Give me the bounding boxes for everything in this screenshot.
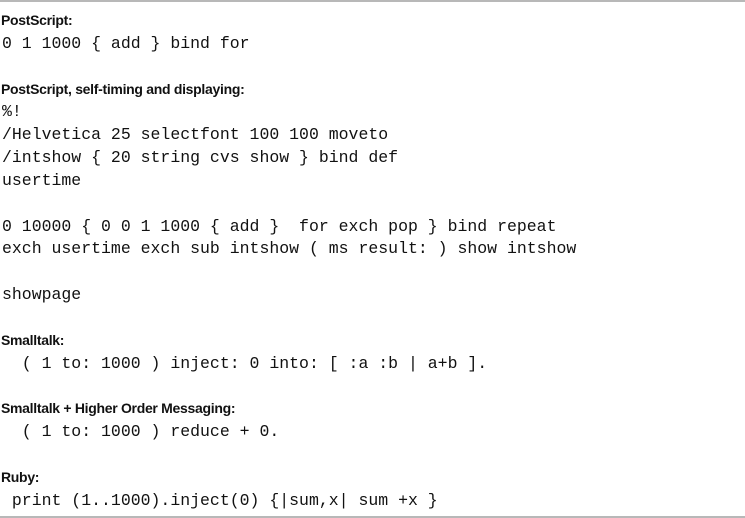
code-line: /intshow { 20 string cvs show } bind def — [2, 148, 399, 167]
code-line: print (1..1000).inject(0) {|sum,x| sum +… — [2, 491, 438, 510]
section-heading-postscript: PostScript: — [1, 12, 73, 28]
code-line: exch usertime exch sub intshow ( ms resu… — [2, 239, 577, 258]
code-line: showpage — [2, 285, 82, 304]
code-line: ( 1 to: 1000 ) inject: 0 into: [ :a :b |… — [2, 354, 488, 373]
section-heading-smalltalk: Smalltalk: — [1, 332, 65, 348]
section-heading-postscript-self-timing: PostScript, self-timing and displaying: — [1, 81, 245, 97]
code-line: /Helvetica 25 selectfont 100 100 moveto — [2, 125, 389, 144]
section-heading-ruby: Ruby: — [1, 469, 40, 485]
code-line: ( 1 to: 1000 ) reduce + 0. — [2, 422, 280, 441]
code-line: 0 10000 { 0 0 1 1000 { add } for exch po… — [2, 217, 557, 236]
code-line: %! — [2, 102, 22, 121]
code-line: 0 1 1000 { add } bind for — [2, 34, 250, 53]
code-line: usertime — [2, 171, 82, 190]
section-heading-smalltalk-hom: Smalltalk + Higher Order Messaging: — [1, 400, 236, 416]
